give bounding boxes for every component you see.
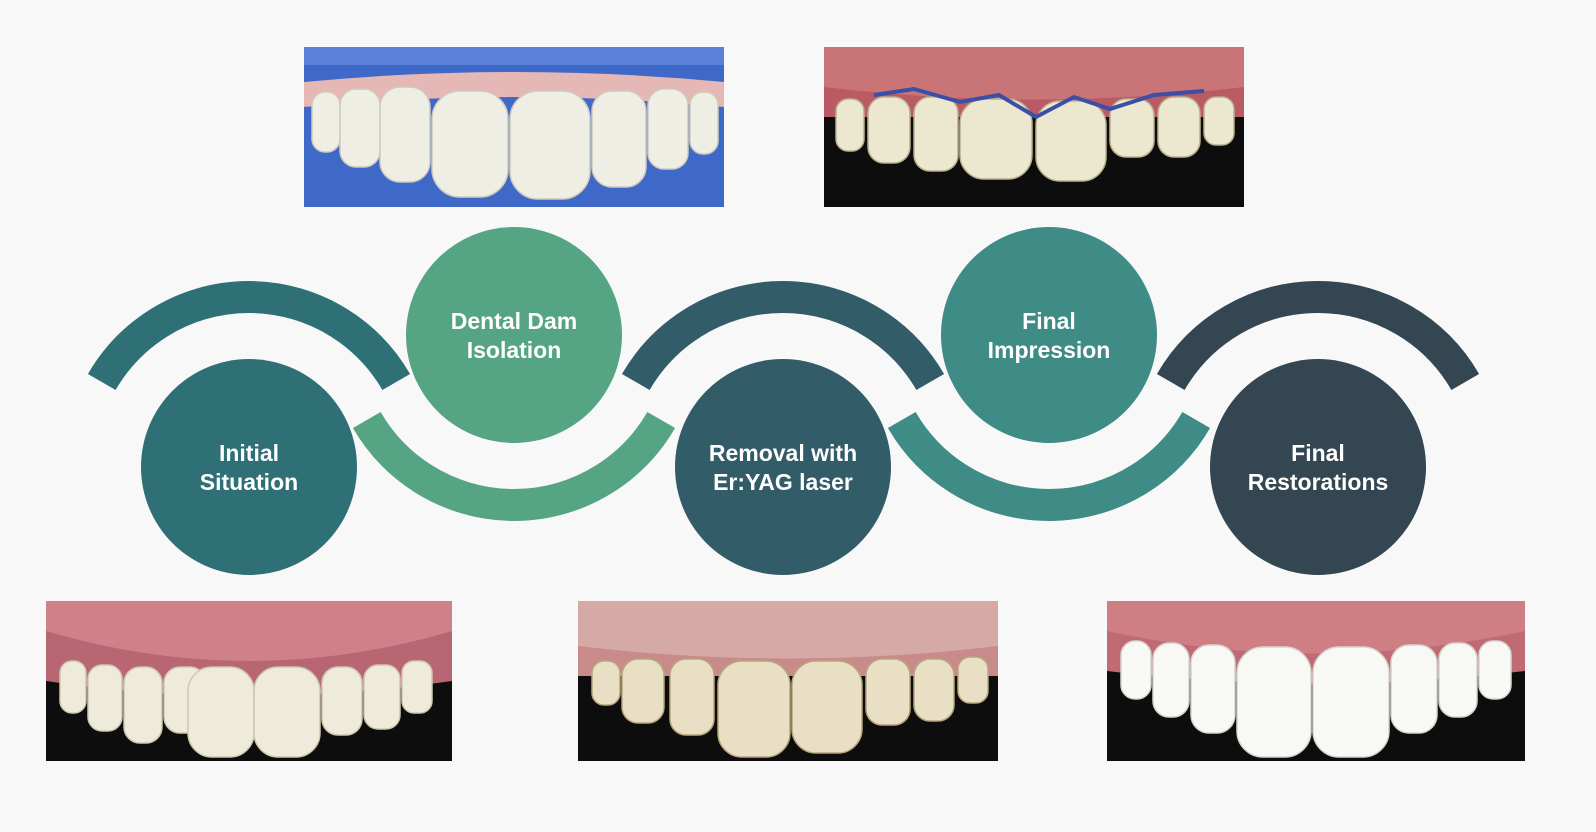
dental-dam-photo [304, 47, 724, 207]
smile-initial-photo [46, 601, 452, 761]
step-label-2-line-2: Isolation [467, 337, 562, 363]
connector-arcs [87, 281, 1480, 521]
final-restorations-image [1107, 601, 1525, 761]
step-label-1-line-1: Initial [219, 440, 279, 466]
step-label-4-line-1: Final [1022, 308, 1076, 334]
laser-removal-image [578, 601, 998, 761]
step-label-2-line-1: Dental Dam [451, 308, 578, 334]
dental-dam-image [304, 47, 724, 207]
connector-arc-1 [87, 281, 411, 391]
connector-arc-3 [621, 281, 945, 391]
step-circle-1 [141, 359, 357, 575]
connector-arc-2 [352, 411, 676, 521]
connector-arc-4 [887, 411, 1211, 521]
impression-image [824, 47, 1244, 207]
step-circle-4 [941, 227, 1157, 443]
laser-removal-photo [578, 601, 998, 761]
smile-initial-image [46, 601, 452, 761]
connector-arc-5 [1156, 281, 1480, 391]
step-label-3-line-1: Removal with [709, 440, 857, 466]
step-label-5-line-2: Restorations [1248, 469, 1389, 495]
step-label-4-line-2: Impression [988, 337, 1111, 363]
final-restorations-photo [1107, 601, 1525, 761]
step-circle-2 [406, 227, 622, 443]
step-label-5-line-1: Final [1291, 440, 1345, 466]
step-circle-3 [675, 359, 891, 575]
step-label-1-line-2: Situation [200, 469, 298, 495]
impression-photo [824, 47, 1244, 207]
step-label-3-line-2: Er:YAG laser [713, 469, 853, 495]
step-circle-5 [1210, 359, 1426, 575]
